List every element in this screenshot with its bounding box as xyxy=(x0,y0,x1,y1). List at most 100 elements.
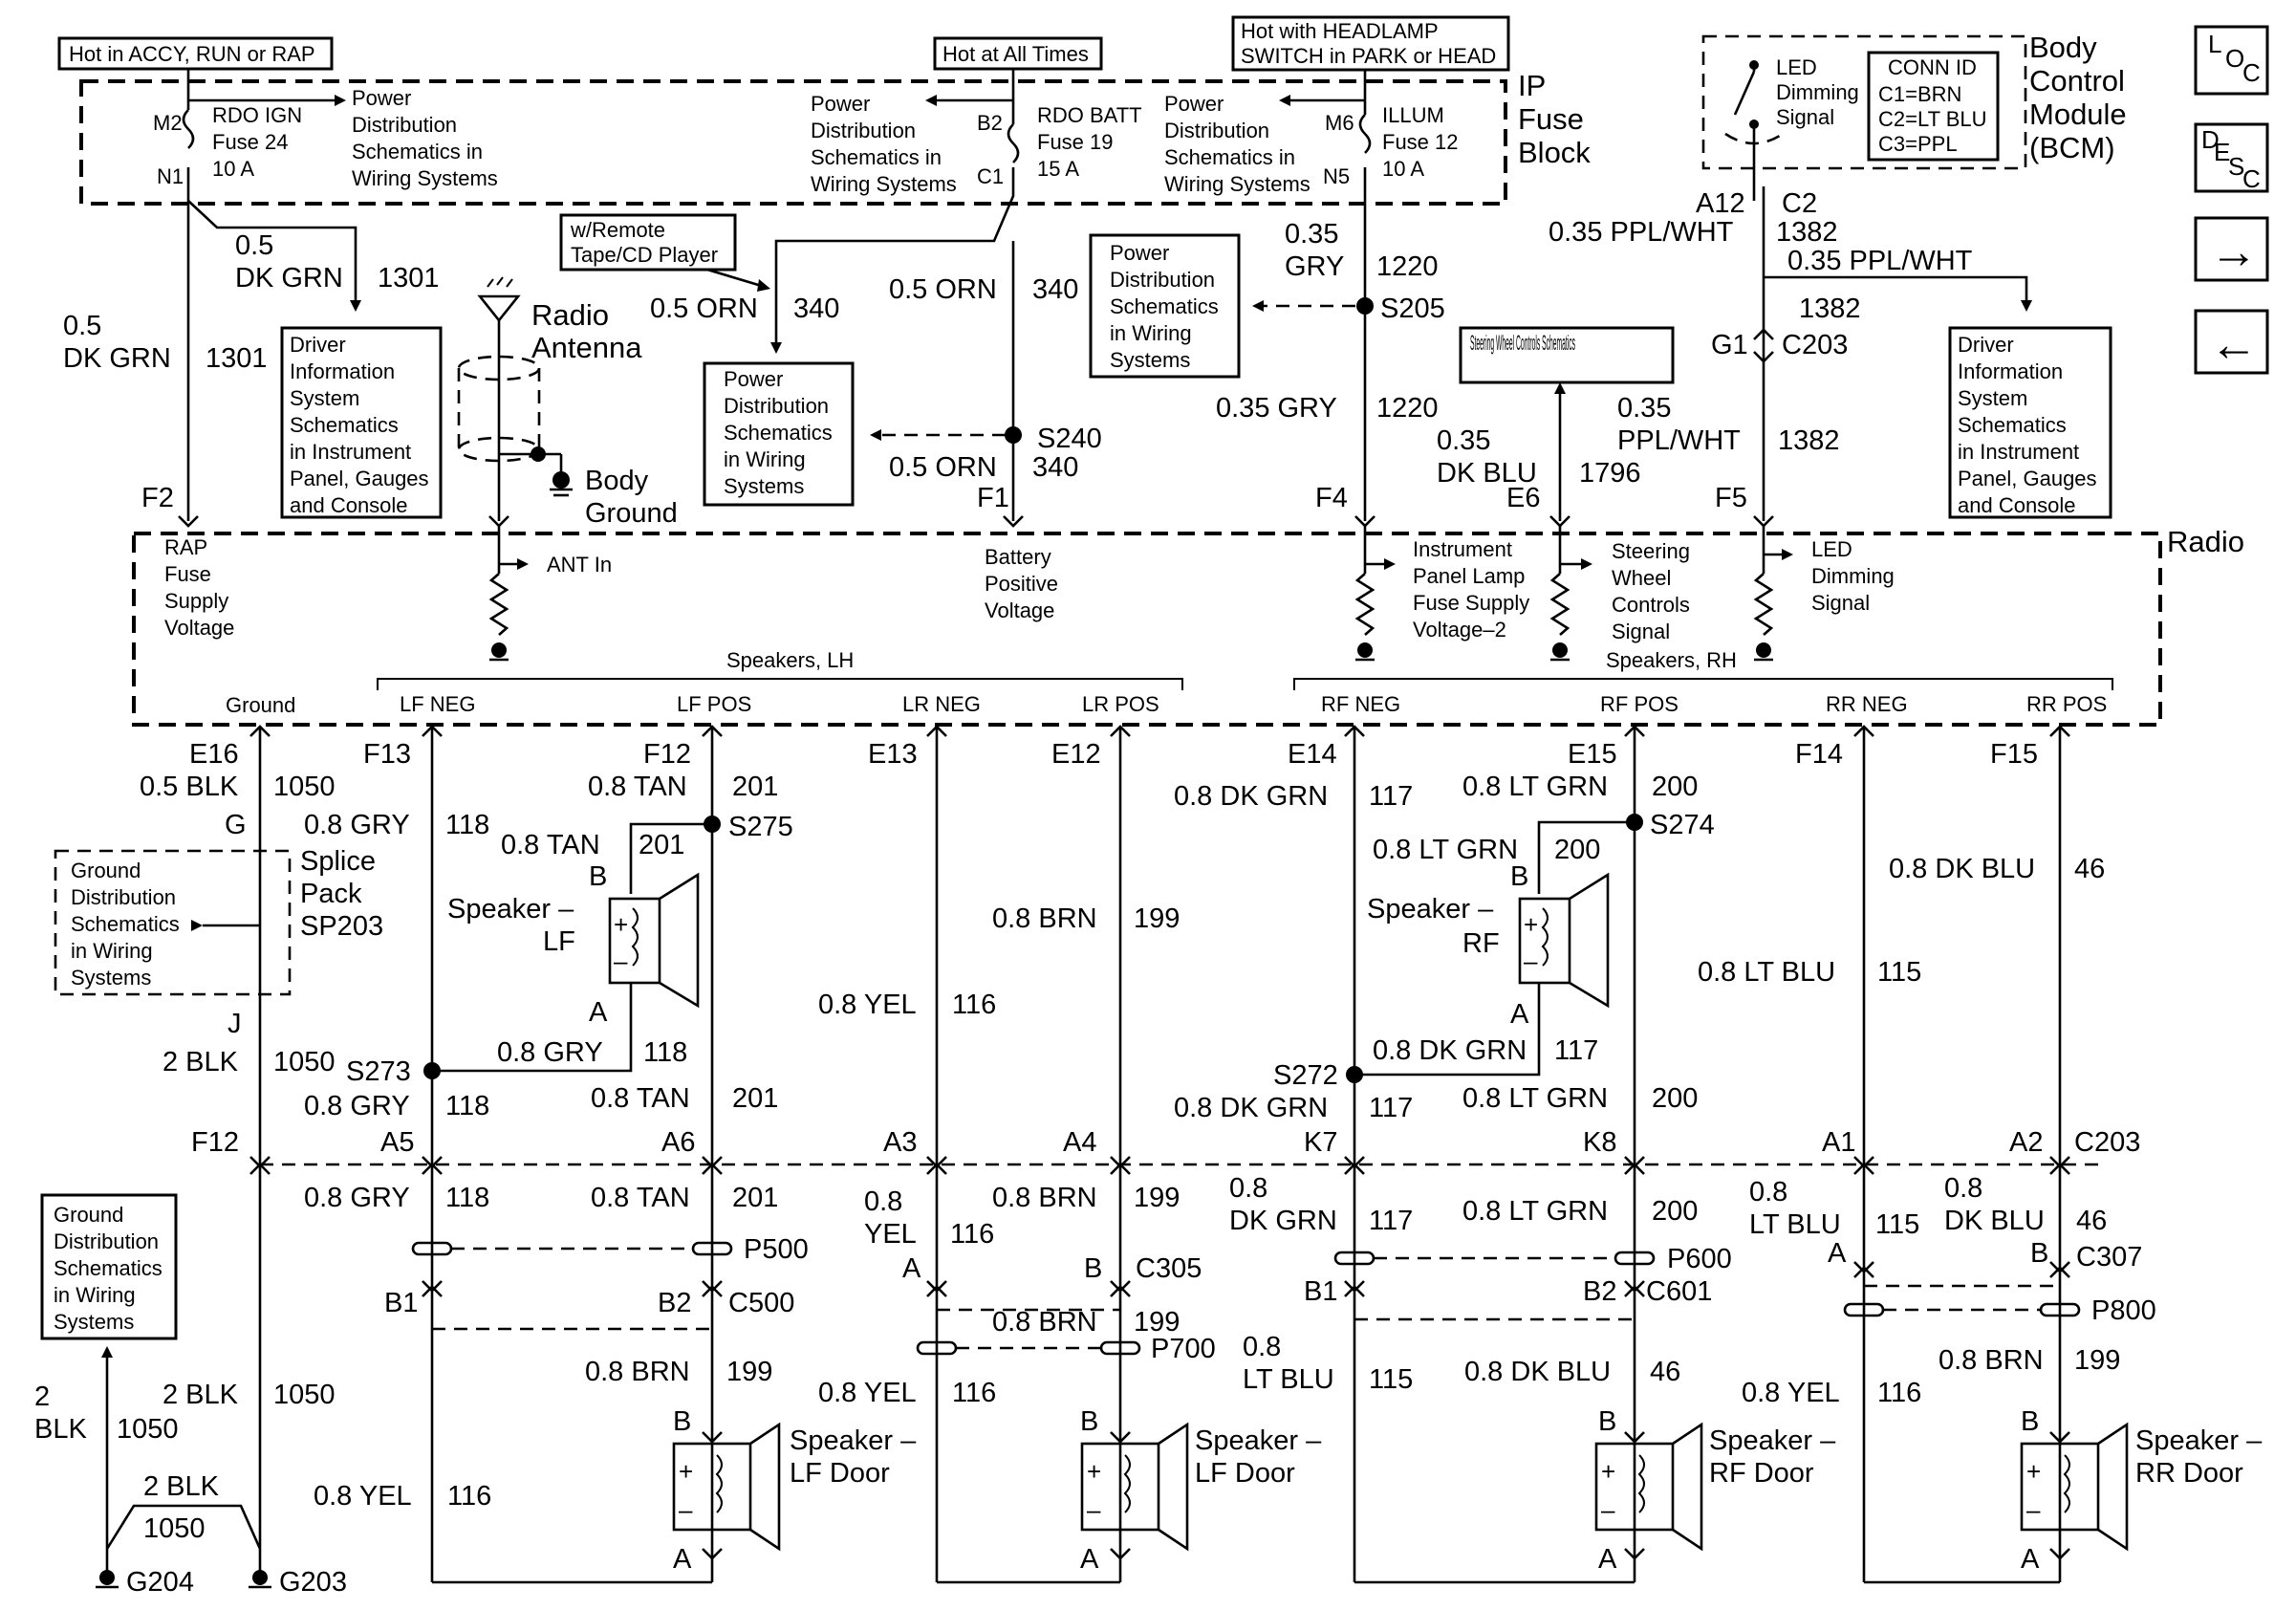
c305-a: A xyxy=(902,1253,921,1284)
splice-s240-label: S240 xyxy=(1037,424,1102,454)
lf-tan-branch-num: 201 xyxy=(639,830,684,860)
c203-connectors xyxy=(249,1156,2070,1175)
fuse12-num: Fuse 12 xyxy=(1382,130,1459,154)
svg-text:+: + xyxy=(1087,1457,1101,1486)
wire-1382-branch xyxy=(1764,275,2028,304)
lf-tan-branch-label: 0.8 TAN xyxy=(501,830,600,860)
c500-b2: B2 xyxy=(658,1288,691,1318)
wire-1796-color: DK BLU xyxy=(1437,458,1537,489)
svg-text:+: + xyxy=(679,1457,693,1486)
splice-s205 xyxy=(1356,297,1374,315)
wire-blk2c-g: 2 xyxy=(34,1382,50,1412)
svg-text:Supply: Supply xyxy=(164,589,228,613)
antenna-label-1: Radio xyxy=(531,298,609,332)
remote-text-1: w/Remote xyxy=(570,218,665,242)
pdist-c-4: Wiring Systems xyxy=(1164,172,1310,196)
rfd-ltblu-num: 115 xyxy=(1369,1364,1413,1395)
svg-text:C1=BRN: C1=BRN xyxy=(1878,82,1961,106)
pdist-c-1: Power xyxy=(1164,92,1224,116)
speaker-rf-door-icon: B + – A xyxy=(1594,1406,1703,1575)
wire-1220a-color: GRY xyxy=(1285,251,1344,282)
wire-1050e: 1050 xyxy=(143,1513,206,1544)
wire-1220b-num: 1220 xyxy=(1376,393,1439,424)
rrd-ltblu-num: 115 xyxy=(1875,1209,1919,1240)
rfd-ltblu-gauge: 0.8 xyxy=(1243,1332,1281,1362)
next-button[interactable]: → xyxy=(2194,216,2269,282)
loc-button[interactable]: L O C xyxy=(2194,25,2269,96)
radio-batt: Battery Positive Voltage xyxy=(985,545,1058,622)
svg-text:RF POS: RF POS xyxy=(1600,692,1679,716)
svg-text:C: C xyxy=(2242,164,2261,193)
svg-text:LED: LED xyxy=(1811,537,1852,561)
svg-text:Ground: Ground xyxy=(71,859,141,882)
fuse24-name: RDO IGN xyxy=(212,103,302,127)
wire-1301-branch-num: 1301 xyxy=(378,263,440,294)
prev-button[interactable]: ← xyxy=(2194,309,2269,375)
ip-fuse-block-outline xyxy=(79,79,1507,206)
c601-connector xyxy=(1344,1280,1645,1321)
wire-1382a-num: 1382 xyxy=(1776,217,1838,248)
fuse19-symbol xyxy=(1007,123,1020,163)
fuse12-name: ILLUM xyxy=(1382,103,1444,127)
lfd-brn-label: 0.8 BRN xyxy=(585,1357,690,1387)
lrd-yel-num: 116 xyxy=(950,1219,994,1250)
swc-text-1: Steering Wheel Controls Schematics xyxy=(1470,331,1575,355)
pin-g: G xyxy=(225,810,247,840)
pin-e13: E13 xyxy=(868,739,918,770)
ground-g204 xyxy=(96,1570,119,1589)
svg-text:LR POS: LR POS xyxy=(1082,692,1159,716)
hot-all-times-box xyxy=(933,36,1103,71)
svg-text:+: + xyxy=(1524,910,1538,939)
pdist-d-box xyxy=(703,361,855,507)
svg-text:in Wiring: in Wiring xyxy=(1110,321,1192,345)
pdist-c-2: Distribution xyxy=(1164,119,1269,142)
arrowhead xyxy=(757,279,770,292)
dis-right-box xyxy=(1948,326,2112,519)
radio-rap: RAP Fuse Supply Voltage xyxy=(164,535,234,640)
rf-dkgrn-branch xyxy=(1354,983,1541,1077)
rfd-dkblu-num: 46 xyxy=(1650,1357,1680,1387)
hot-accy-box xyxy=(57,36,334,71)
svg-text:System: System xyxy=(1958,386,2027,410)
ground-dist-bottom-box xyxy=(40,1193,178,1340)
wire-340c-label: 0.5 ORN xyxy=(889,452,997,483)
svg-text:Schematics: Schematics xyxy=(1110,294,1219,318)
svg-text:in Instrument: in Instrument xyxy=(1958,440,2079,464)
svg-text:Instrument: Instrument xyxy=(1413,537,1512,561)
radio-pin-f4: F4 xyxy=(1315,483,1348,513)
svg-text:Distribution: Distribution xyxy=(71,885,176,909)
wire-g204-g203 xyxy=(105,1504,262,1550)
wire-1301-gauge: 0.5 xyxy=(63,311,101,341)
radio-outline xyxy=(132,532,2162,727)
wire-1301-branch xyxy=(187,200,357,304)
speaker-lrd-2: LF Door xyxy=(1195,1458,1295,1489)
svg-text:Information: Information xyxy=(290,359,395,383)
wire-1220b-label: 0.35 GRY xyxy=(1216,393,1337,424)
pin-f12-left: F12 xyxy=(191,1127,239,1158)
svg-text:Power: Power xyxy=(1110,241,1169,265)
lfd-tan-num: 201 xyxy=(732,1183,778,1213)
lrd-yel2-num: 116 xyxy=(952,1378,996,1408)
svg-text:A: A xyxy=(1080,1544,1099,1575)
splice-s275-label: S275 xyxy=(728,812,793,842)
svg-text:LR NEG: LR NEG xyxy=(902,692,981,716)
rf-ltgrn-branch-label: 0.8 LT GRN xyxy=(1373,835,1518,865)
svg-text:Schematics: Schematics xyxy=(724,421,833,445)
hot-headlamp-box xyxy=(1231,15,1510,72)
svg-text:in Wiring: in Wiring xyxy=(54,1283,136,1307)
pin-e12: E12 xyxy=(1051,739,1101,770)
rr-dkblu-label: 0.8 DK BLU xyxy=(1889,854,2035,884)
ip-fuse-block-title-1: IP xyxy=(1518,69,1546,102)
c307-connector xyxy=(1853,1261,2070,1288)
shield-p600 xyxy=(1333,1251,1656,1266)
pdist-a-3: Schematics in xyxy=(352,140,483,163)
splice-s205-label: S205 xyxy=(1380,294,1445,324)
lrd-yel2-label: 0.8 YEL xyxy=(818,1378,917,1408)
fuse12-in-pin: M6 xyxy=(1325,111,1354,135)
lrd-brn2-num: 199 xyxy=(1134,1307,1180,1338)
svg-text:Fuse Supply: Fuse Supply xyxy=(1413,591,1529,615)
desc-button[interactable]: D E S C xyxy=(2194,122,2269,193)
rf-ltgrn-branch xyxy=(1537,820,1635,894)
lf-tan-num: 201 xyxy=(732,772,778,802)
wire-340a-label: 0.5 ORN xyxy=(650,294,758,324)
